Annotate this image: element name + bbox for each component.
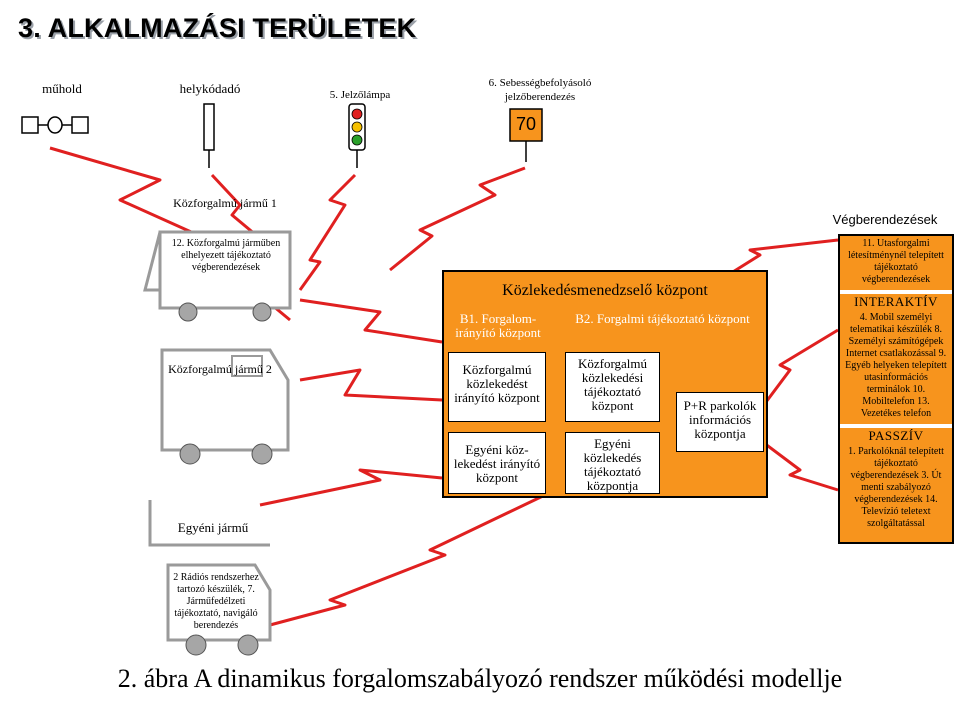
b1-title: B1. Forgalom-irányító központ xyxy=(455,311,541,340)
end-devices-header: Végberendezések xyxy=(832,212,938,227)
satellite-label: műhold xyxy=(42,81,82,96)
interactive-title: INTERAKTÍV xyxy=(854,294,938,309)
vehicle-2-label: Közforgalmú jármű 2 xyxy=(168,362,272,376)
interactive-items: 4. Mobil személyi telematikai készülék 8… xyxy=(845,312,947,419)
title-bar xyxy=(0,0,960,60)
figure-caption: 2. ábra A dinamikus forgalomszabályozó r… xyxy=(117,664,843,693)
b2-public-transport-info: Közforgalmú közlekedési tájékoztató közp… xyxy=(565,352,660,422)
b2-title: B2. Forgalmi tájékoztató központ xyxy=(575,311,750,326)
passive-items: 1. Parkolóknál telepített tájékoztató vé… xyxy=(848,446,944,529)
center-title: Közlekedésmenedzselő központ xyxy=(502,282,708,299)
car-outline-icon xyxy=(148,500,270,547)
passenger-facility-devices: 11. Utasforgalmi létesítménynél telepíte… xyxy=(840,236,952,290)
beacon-icon xyxy=(203,103,215,168)
car-icon xyxy=(166,563,272,656)
b1-public-transport-control: Közforgalmú közlekedést irányító központ xyxy=(448,352,546,422)
passive-title: PASSZÍV xyxy=(868,428,924,443)
interactive-devices: INTERAKTÍV 4. Mobil személyi telematikai… xyxy=(840,294,952,424)
page-title: 3. ALKALMAZÁSI TERÜLETEK xyxy=(18,13,417,43)
van-icon xyxy=(160,348,290,465)
bus-icon xyxy=(143,230,292,322)
vehicle-1-label: Közforgalmú jármű 1 xyxy=(173,196,277,210)
speed-value: 70 xyxy=(515,114,537,134)
satellite-icon xyxy=(21,116,89,134)
b2-private-transport-info: Egyéni közlekedés tájékoztató központja xyxy=(565,432,660,494)
traffic-light-label: 5. Jelzőlámpa xyxy=(329,89,391,101)
beacon-label: helykódadó xyxy=(179,81,241,96)
traffic-light-icon xyxy=(348,103,366,168)
speed-sign-icon xyxy=(509,108,543,162)
radio-device-label: 2 Rádiós rendszerhez tartozó készülék, 7… xyxy=(173,572,259,631)
passive-devices: PASSZÍV 1. Parkolóknál telepített tájéko… xyxy=(840,428,952,542)
private-vehicle-label: Egyéni jármű xyxy=(177,520,249,535)
speed-sign-label: 6. Sebességbefolyásoló jelzőberendezés xyxy=(488,77,592,103)
b1-private-transport-control: Egyéni köz-lekedést irányító központ xyxy=(448,432,546,494)
pr-parking-info-center: P+R parkolók információs központja xyxy=(676,392,764,452)
vehicle-1-display-label: 12. Közforgalmú járműben elhelyezett táj… xyxy=(171,238,281,273)
